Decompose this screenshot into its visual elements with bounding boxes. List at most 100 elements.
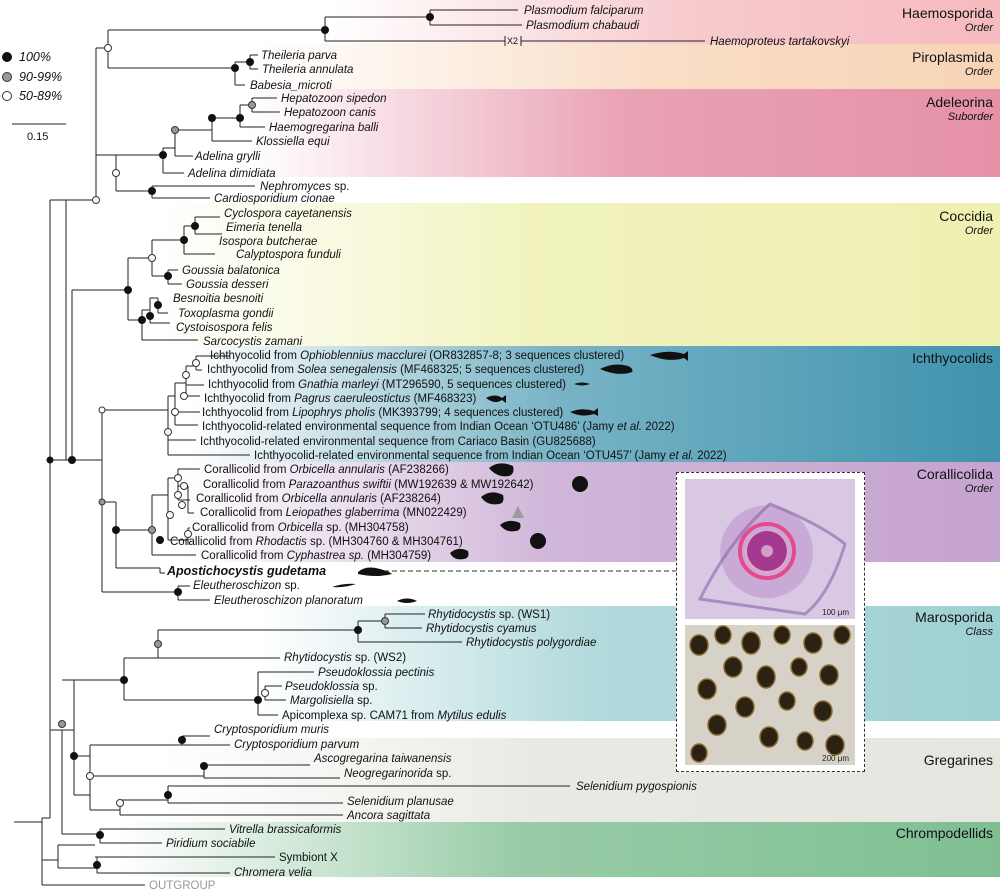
group-label-chrompodellids: Chrompodellids (896, 825, 993, 841)
tip-label: Rhytidocystis sp. (WS1) (428, 609, 550, 621)
group-label-corallicolida: Corallicolida (917, 466, 993, 482)
black-coral-silhouette-icon (512, 506, 524, 518)
tip-label: Ascogregarina taiwanensis (313, 753, 452, 765)
tip-label: Klossiella equi (256, 136, 330, 148)
tip-label: Besnoitia besnoiti (173, 293, 264, 305)
tip-label: Ichthyocolid-related environmental seque… (200, 436, 596, 448)
worm-silhouette-icon (397, 598, 417, 603)
group-rank-piroplasmida: Order (965, 66, 994, 78)
inset-scale-label-top: 100 μm (822, 608, 849, 617)
support-nodes (46, 13, 434, 869)
coral-silhouette-icon (489, 463, 514, 477)
tip-label: Babesia_microti (250, 80, 332, 92)
band-piroplasmida (250, 44, 1000, 89)
tip-label: Eleutheroschizon sp. (193, 580, 300, 592)
tip-label: Corallicolid from Parazoanthus swiftii (… (203, 479, 534, 491)
host-silhouettes (332, 351, 688, 603)
tip-label: Ichthyocolid from Gnathia marleyi (MT296… (208, 379, 566, 391)
inset-scale-label-bottom: 200 μm (822, 754, 849, 763)
group-rank-coccidia: Order (965, 225, 994, 237)
tip-label: Theileria annulata (262, 64, 353, 76)
tip-label: Pseudoklossia pectinis (318, 667, 435, 679)
tip-label: Selenidium planusae (347, 796, 454, 808)
flatfish-silhouette-icon (600, 364, 633, 374)
tip-label: Rhytidocystis polygordiae (466, 637, 596, 649)
fish-silhouette-icon (486, 395, 506, 403)
tip-label: Rhytidocystis cyamus (426, 623, 537, 635)
band-adeleorina (250, 89, 1000, 177)
tip-label: Cryptosporidium parvum (234, 739, 360, 751)
worm-silhouette-icon (358, 567, 392, 576)
legend-label-50: 50-89% (19, 89, 62, 103)
band-coccidia (160, 203, 1000, 346)
band-chrompodellids (120, 822, 1000, 877)
coral-silhouette-icon (500, 520, 521, 532)
tree-branches (14, 9, 705, 886)
fish-silhouette-icon (570, 408, 598, 416)
group-label-coccidia: Coccidia (939, 208, 993, 224)
tip-label: Plasmodium falciparum (524, 5, 644, 17)
band-ichthyocolids (190, 346, 1000, 462)
tip-label: Sarcocystis zamani (203, 336, 303, 348)
tip-label: Adelina dimidiata (187, 168, 276, 180)
tip-label: Cardiosporidium cionae (214, 193, 335, 205)
tip-label: Toxoplasma gondii (178, 308, 274, 320)
branch-break-label: X2 (507, 36, 518, 46)
group-label-ichthyocolids: Ichthyocolids (912, 350, 993, 366)
group-rank-haemosporida: Order (965, 22, 994, 34)
tip-label: Apicomplexa sp. CAM71 from Mytilus eduli… (282, 710, 507, 722)
group-label-piroplasmida: Piroplasmida (912, 49, 993, 65)
group-rank-marosporida: Class (965, 626, 993, 638)
group-rank-adeleorina: Suborder (948, 111, 995, 123)
tip-label-focal-species: Apostichocystis gudetama (166, 564, 326, 578)
tip-label: Ichthyocolid-related environmental seque… (254, 450, 727, 462)
isopod-silhouette-icon (574, 382, 590, 386)
legend-dot-100 (2, 52, 12, 62)
tip-label: Corallicolid from Cyphastrea sp. (MH3047… (201, 550, 431, 562)
tip-labels: Plasmodium falciparum Plasmodium chabaud… (149, 5, 850, 892)
oocyst-ovals (689, 625, 851, 763)
tip-label: Calyptospora funduli (236, 249, 341, 261)
tip-label: Adelina grylli (194, 151, 261, 163)
branch-break-x2: X2 (504, 36, 522, 46)
corallimorph-silhouette-icon (530, 533, 546, 549)
tip-label: Corallicolid from Leiopathes glaberrima … (200, 507, 467, 519)
legend-label-90: 90-99% (19, 70, 62, 84)
tip-label: Neogregarinorida sp. (344, 768, 451, 780)
tip-label: Symbiont X (279, 852, 338, 864)
oocyst-image: 200 μm (685, 625, 855, 765)
tip-label: Cryptosporidium muris (214, 724, 329, 736)
tip-label: Corallicolid from Orbicella annularis (A… (204, 464, 449, 476)
tip-label: Eimeria tenella (226, 222, 302, 234)
coral-silhouette-icon (450, 548, 469, 560)
tip-label-outgroup: OUTGROUP (149, 880, 216, 892)
group-label-haemosporida: Haemosporida (902, 5, 993, 21)
tip-label: Piridium sociabile (166, 838, 255, 850)
tip-label: Cystoisospora felis (176, 322, 273, 334)
tip-label: Haemogregarina balli (269, 122, 379, 134)
tip-label: Corallicolid from Orbicella annularis (A… (196, 493, 441, 505)
zoanthid-silhouette-icon (572, 476, 588, 492)
histology-image: 100 μm (685, 479, 855, 619)
worm-silhouette-icon (332, 583, 356, 588)
tip-label: Isospora butcherae (219, 236, 317, 248)
tip-label: Margolisiella sp. (290, 695, 372, 707)
support-legend: 100% 90-99% 50-89% 0.15 (2, 50, 66, 143)
microscopy-inset: 100 μm (676, 472, 865, 772)
tip-label: Ichthyocolid from Pagrus caeruleostictus… (204, 393, 476, 405)
tip-label: Goussia desseri (186, 279, 269, 291)
tip-label: Ichthyocolid from Lipophrys pholis (MK39… (202, 407, 563, 419)
tip-label: Vitrella brassicaformis (229, 824, 342, 836)
tip-label: Goussia balatonica (182, 265, 280, 277)
legend-dot-90 (2, 72, 12, 82)
group-label-marosporida: Marosporida (915, 609, 993, 625)
tip-label: Corallicolid from Rhodactis sp. (MH30476… (170, 536, 463, 548)
tip-label: Corallicolid from Orbicella sp. (MH30475… (192, 522, 409, 534)
tip-label: Ancora sagittata (346, 810, 430, 822)
tip-label: Rhytidocystis sp. (WS2) (284, 652, 406, 664)
tip-label: Selenidium pygospionis (576, 781, 697, 793)
tip-label: Theileria parva (261, 50, 337, 62)
band-haemosporida (330, 0, 1000, 44)
tip-label: Ichthyocolid from Solea senegalensis (MF… (207, 364, 584, 376)
